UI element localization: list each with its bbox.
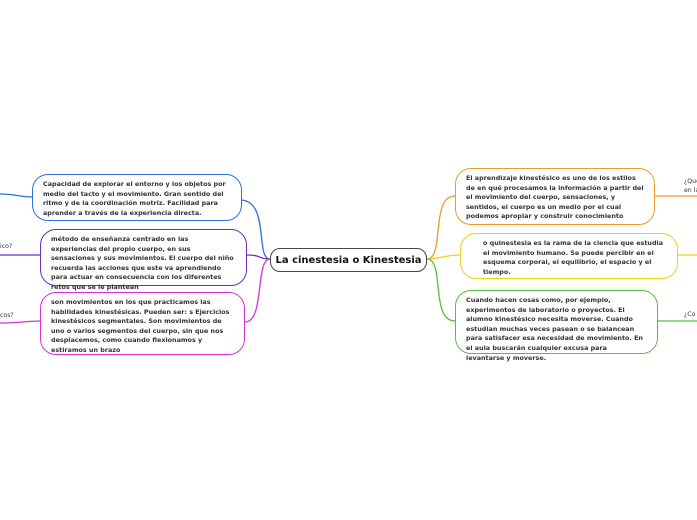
connector-purple [246,254,271,260]
edge-label-magenta: cos? [0,312,14,319]
connector-magenta-out [0,320,41,324]
connector-blue-out [0,193,33,198]
edge-label-orange-1: ¿Que [684,178,697,185]
edge-label-orange-2: en la [684,187,697,194]
topic-right-orange-text: El aprendizaje kinestésico es uno de los… [466,174,644,221]
topic-right-yellow[interactable]: o quinestesia es la rama de la ciencia q… [460,233,678,279]
topic-right-orange[interactable]: El aprendizaje kinestésico es uno de los… [455,168,655,225]
central-topic-title: La cinestesia o Kinestesia [275,254,422,266]
central-topic[interactable]: La cinestesia o Kinestesia [270,248,427,272]
connector-yellow [426,254,461,260]
topic-right-green[interactable]: Cuando hacen cosas como, por ejemplo, ex… [455,290,658,362]
topic-right-yellow-text: o quinestesia es la rama de la ciencia q… [483,239,664,276]
topic-left-purple[interactable]: método de enseñanza centrado en las expe… [40,229,247,291]
edge-label-green: ¿Co [684,311,696,318]
connector-orange [426,195,456,260]
topic-left-purple-text: método de enseñanza centrado en las expe… [51,235,234,292]
connector-blue [239,199,271,260]
topic-left-magenta[interactable]: son movimientos en los que practicamos l… [40,292,245,355]
topic-left-magenta-text: son movimientos en los que practicamos l… [51,298,230,355]
edge-label-purple: ico? [0,243,13,250]
connector-green [426,258,456,322]
topic-left-blue-text: Capacidad de explorar el entorno y los o… [43,180,226,217]
connector-magenta [244,258,271,323]
topic-left-blue[interactable]: Capacidad de explorar el entorno y los o… [32,174,242,221]
topic-right-green-text: Cuando hacen cosas como, por ejemplo, ex… [466,296,643,362]
